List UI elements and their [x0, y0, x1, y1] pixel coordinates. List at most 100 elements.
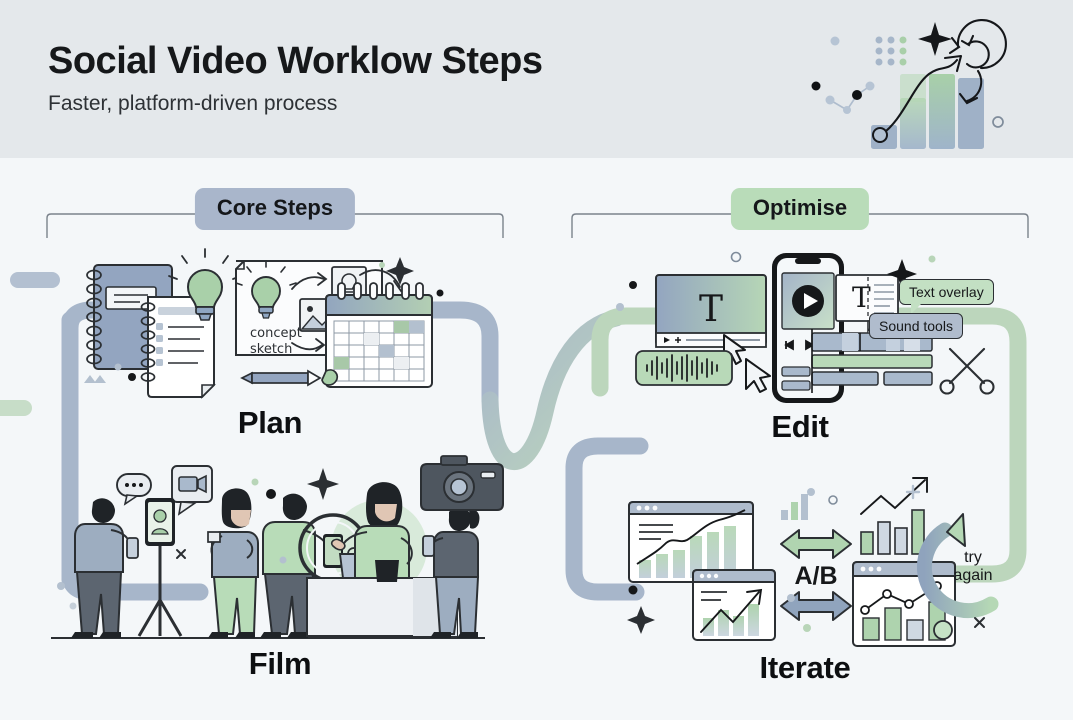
page-subtitle: Faster, platform-driven process — [48, 92, 338, 115]
trend-arrow-icon — [879, 54, 963, 137]
person-presenter-icon — [207, 488, 259, 638]
refresh-circle-icon — [948, 18, 1007, 105]
lightbulb-icon — [168, 248, 242, 321]
pencil-icon — [240, 369, 339, 387]
text-tool-glyph: T — [699, 289, 723, 330]
badge-core-steps: Core Steps — [194, 188, 356, 230]
sparkle-icon — [386, 257, 414, 285]
dot-icon — [436, 289, 444, 297]
dot-grid-icon — [875, 36, 907, 66]
page-title: Social Video Worklow Steps — [48, 40, 543, 82]
small-circle-icon — [992, 116, 1004, 128]
phone-icon — [422, 535, 435, 557]
dot-icon — [787, 594, 795, 602]
sparkle-icon — [887, 259, 917, 289]
person-filming-icon — [71, 498, 139, 638]
plan-illustration: concept sketch — [84, 248, 444, 399]
plus-icon — [905, 484, 921, 500]
bar-chart-icon — [871, 74, 984, 149]
dot-icon — [616, 303, 624, 311]
dashboard-window-icon — [692, 569, 776, 641]
sound-tools-callout: Sound tools — [869, 313, 963, 339]
triangles-icon — [84, 375, 106, 383]
x-mark-icon — [974, 617, 985, 628]
dot-icon — [69, 602, 77, 610]
retry-label-line1: try — [964, 549, 982, 566]
spiral-notepad-icon — [140, 296, 216, 399]
step-label-plan: Plan — [237, 405, 303, 440]
bar-chart-trend-icon — [860, 477, 928, 555]
dot-icon — [251, 478, 259, 486]
flow-arrow-icon — [291, 272, 328, 352]
bar-chart-icon — [639, 526, 736, 578]
dot-icon — [114, 363, 122, 371]
step-panel-film: Film — [45, 450, 515, 681]
dot-icon — [807, 488, 815, 496]
scatter-network-icon — [811, 36, 875, 114]
scissors-icon — [939, 347, 995, 395]
dot-icon — [279, 556, 287, 564]
sound-tools-label: Sound tools — [869, 313, 963, 339]
dot-icon — [628, 585, 638, 595]
double-arrow-icon — [780, 529, 852, 621]
camera-icon — [420, 455, 504, 511]
concept-sketch-line2: sketch — [250, 342, 292, 357]
step-panel-plan: concept sketch — [70, 245, 470, 445]
dot-icon — [128, 373, 136, 381]
refresh-circle-icon — [916, 513, 999, 619]
counter-icon — [306, 577, 458, 637]
sparkle-icon — [918, 22, 952, 56]
mini-bar-chart-icon — [781, 494, 808, 520]
sparkle-icon — [307, 468, 339, 500]
person-host-icon — [330, 482, 413, 582]
step-panel-edit: T — [610, 245, 1030, 450]
text-panel-icon: T — [835, 274, 899, 334]
dashboard-window-icon — [628, 501, 754, 583]
x-mark-icon — [176, 549, 186, 559]
header-banner: Social Video Worklow Steps Faster, platf… — [0, 0, 1073, 158]
dot-icon — [629, 281, 637, 289]
data-point-icon — [872, 127, 888, 143]
iterate-illustration: A/B — [627, 477, 999, 647]
step-label-edit: Edit — [771, 409, 829, 444]
video-preview-icon: T — [655, 274, 767, 348]
phone-icon — [126, 537, 139, 559]
person-viewer-icon — [422, 506, 480, 638]
growth-chart-art — [795, 8, 1035, 156]
text-overlay-label: Text overlay — [899, 279, 994, 305]
cursor-icon — [745, 358, 771, 393]
step-panel-iterate: A/B — [595, 470, 1025, 690]
edit-illustration: T — [616, 251, 995, 403]
dot-icon — [933, 620, 953, 640]
text-overlay-callout: Text overlay — [899, 279, 994, 314]
dot-icon — [803, 624, 811, 632]
dot-icon — [928, 255, 936, 263]
svg-text:T: T — [852, 281, 871, 314]
speech-bubble-icon — [116, 473, 152, 506]
waveform-icon — [635, 350, 733, 386]
dot-icon — [379, 262, 385, 268]
retry-label-line2: again — [953, 567, 992, 584]
line-chart-icon — [864, 585, 938, 611]
ab-test-label: A/B — [794, 562, 837, 590]
step-label-iterate: Iterate — [759, 650, 851, 685]
tripod-phone-icon — [137, 498, 183, 637]
sparkle-icon — [627, 606, 655, 634]
small-circle-icon — [828, 495, 838, 505]
video-chat-bubble-icon — [171, 465, 213, 516]
line-chart-icon — [636, 509, 746, 565]
flow-connectors — [0, 272, 1027, 601]
dot-icon — [57, 582, 65, 590]
step-label-film: Film — [248, 646, 312, 681]
dot-icon — [266, 489, 276, 499]
section-header-core: Core Steps — [45, 188, 505, 238]
sketch-bulb-icon — [235, 260, 297, 319]
trend-arrow-icon — [700, 588, 763, 633]
film-illustration — [51, 455, 504, 639]
bar-chart-icon — [862, 601, 946, 641]
calendar-icon — [325, 282, 433, 388]
bar-chart-icon — [703, 604, 759, 636]
badge-optimise: Optimise — [730, 188, 870, 230]
section-header-optimise: Optimise — [570, 188, 1030, 238]
